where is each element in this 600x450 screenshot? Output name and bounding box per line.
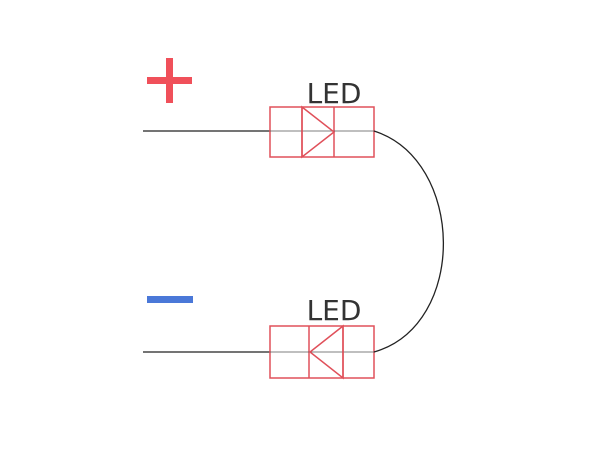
bottom-led-label: LED xyxy=(307,294,362,327)
bottom-led-diode-icon xyxy=(308,324,344,380)
top-led-label: LED xyxy=(307,77,362,110)
bottom-led xyxy=(269,324,375,380)
top-led xyxy=(269,105,375,159)
negative-sign xyxy=(147,296,193,303)
top-led-diode-icon xyxy=(301,105,336,159)
connecting-wire xyxy=(373,130,444,353)
positive-sign xyxy=(147,58,192,103)
